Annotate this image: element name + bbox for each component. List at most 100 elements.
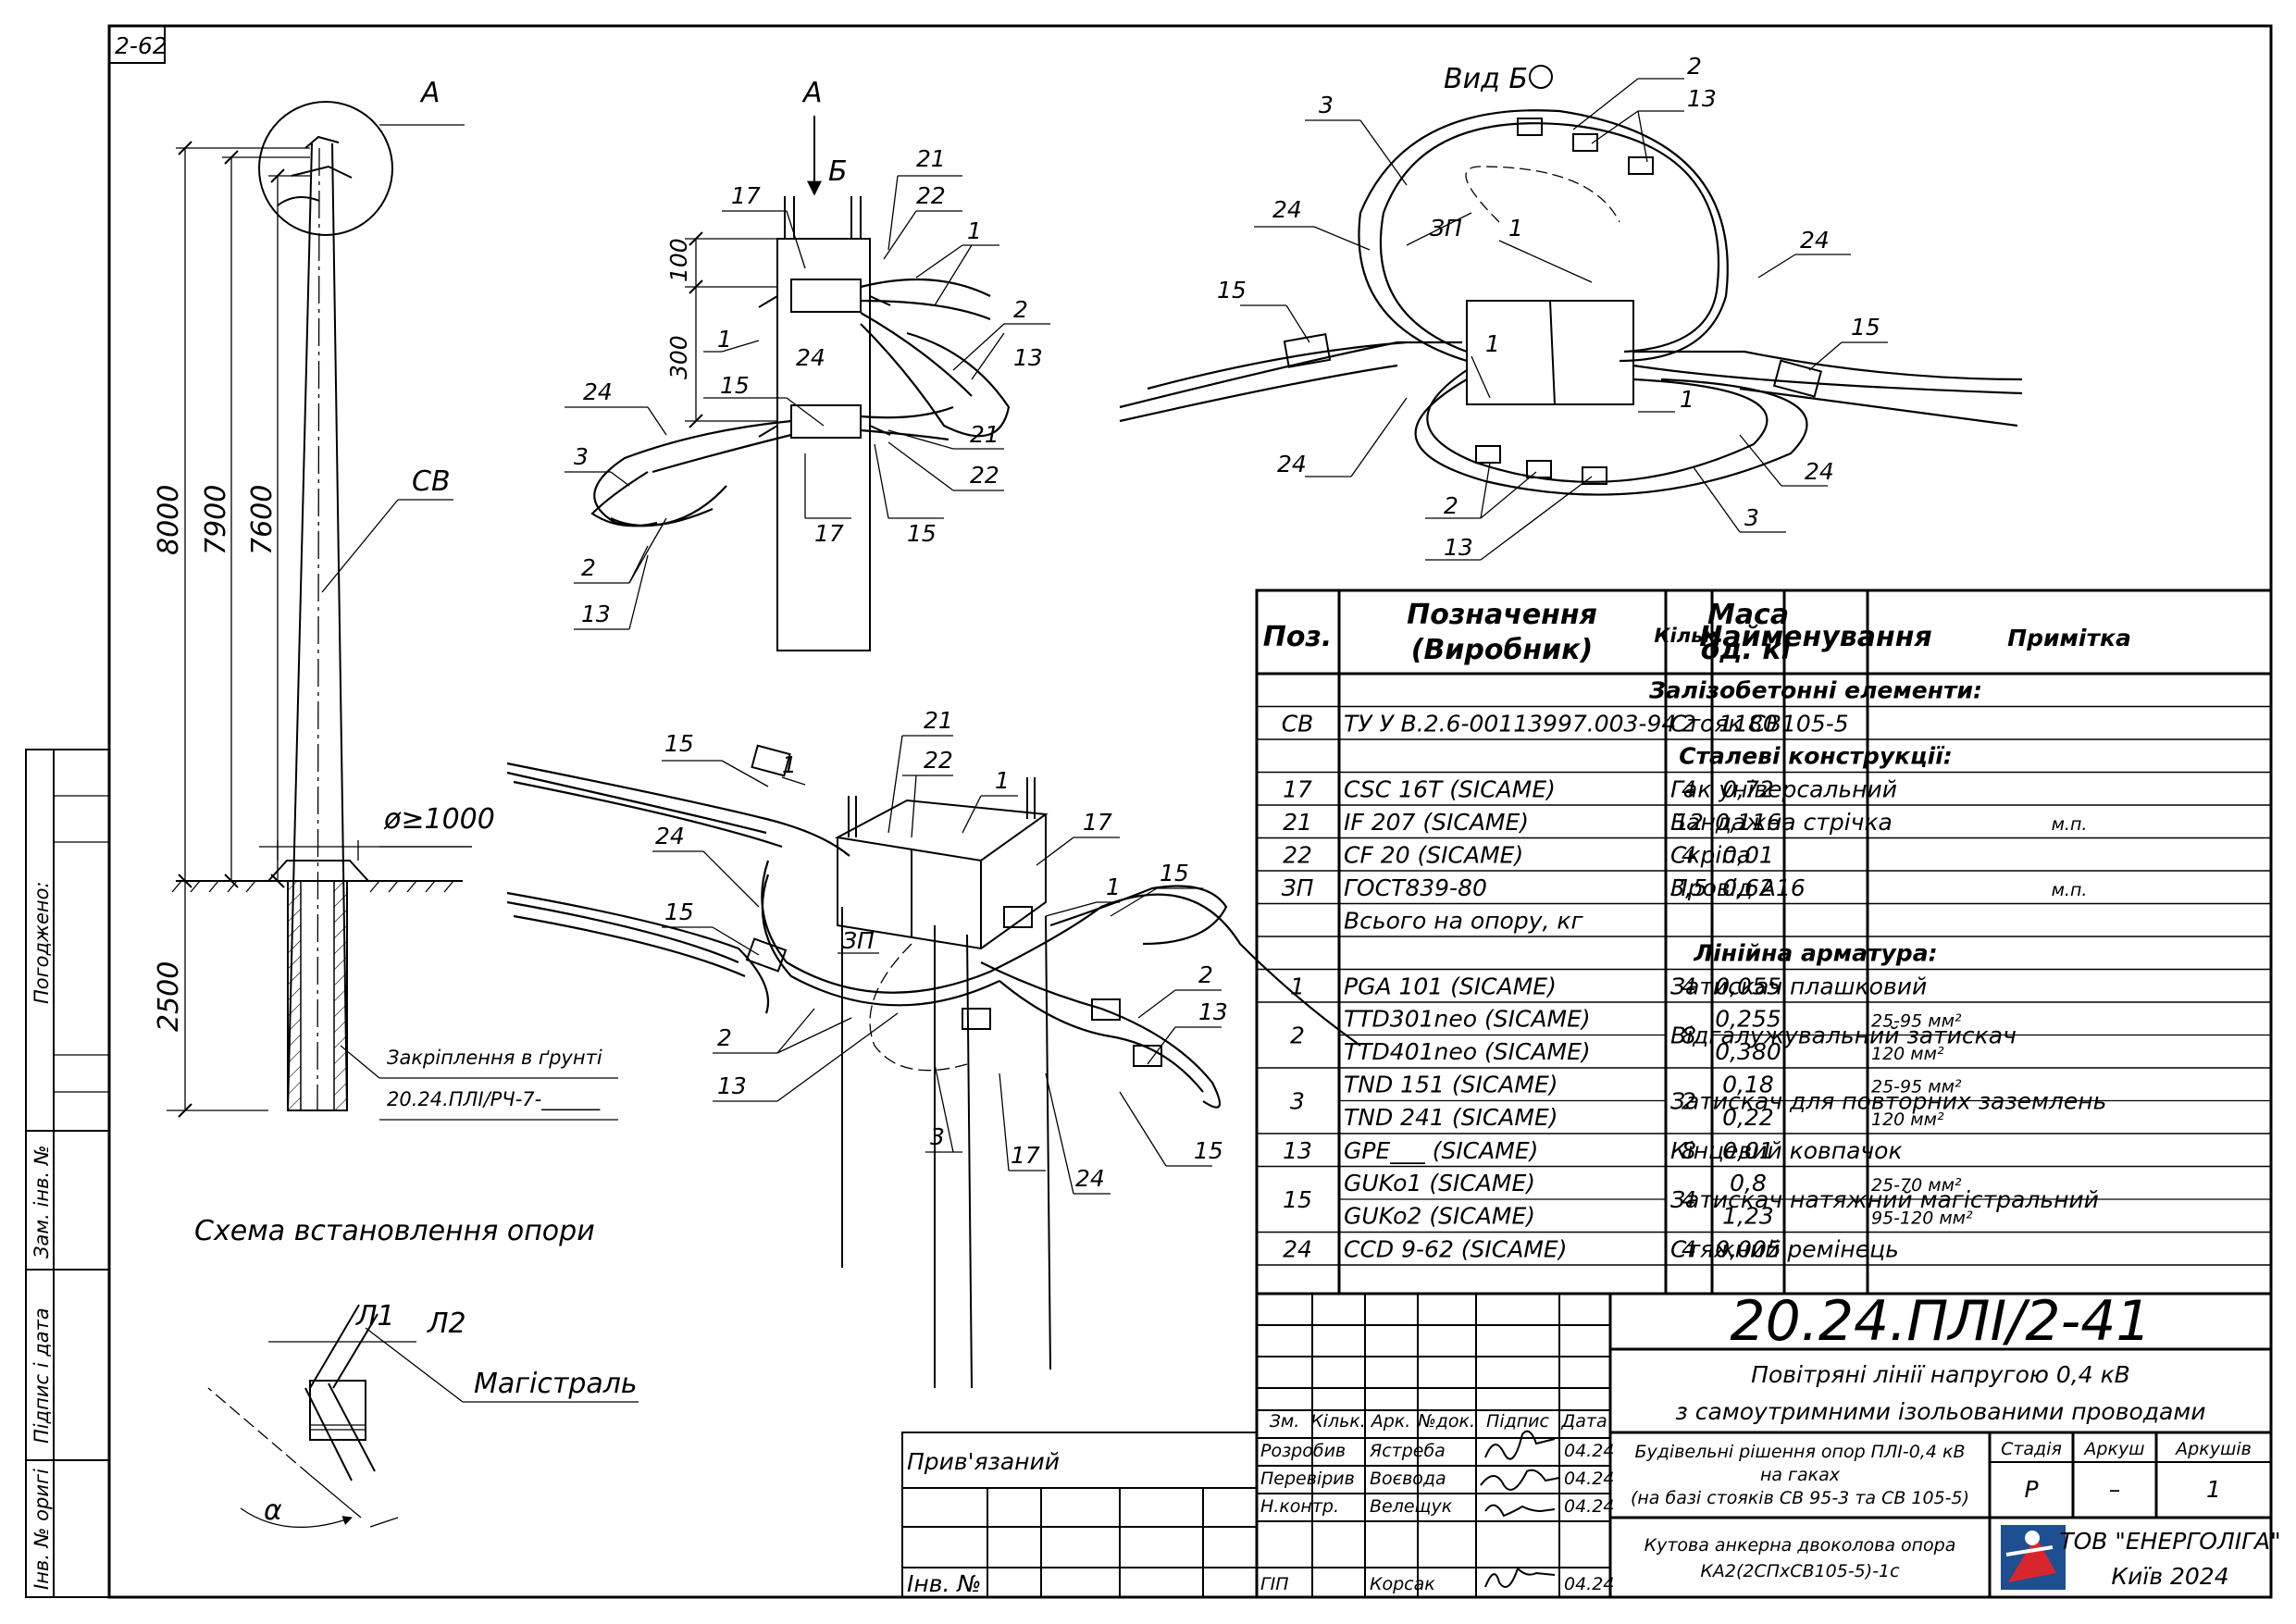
iso-label-17b: 17 [1011, 1142, 1040, 1169]
spec-code-3: CSC 16T (SICAME) [1344, 775, 1556, 802]
view-b-marker: Б [828, 155, 848, 188]
detail-a-label-15a: 15 [720, 372, 750, 399]
view-b-label-1b: 1 [1485, 330, 1500, 357]
rev-h-count: Кільк. [1310, 1411, 1366, 1432]
spec-qty-5: 4 [1682, 841, 1696, 868]
view-b-label-1a: 1 [1508, 215, 1523, 242]
detail-a-label-15b: 15 [907, 520, 937, 547]
signer-date-4: 04.24 [1564, 1574, 1614, 1594]
detail-a-label-22: 22 [916, 182, 946, 209]
spec-pos-1: СВ [1282, 710, 1314, 737]
iso-label-17a: 17 [1083, 809, 1112, 836]
spec-qty-3: 4 [1682, 775, 1696, 802]
iso-label-2a: 2 [717, 1024, 732, 1051]
spec-code-10-b: TTD401neo (SICAME) [1344, 1038, 1591, 1065]
drawing-number: 20.24.ПЛІ/2-41 [1730, 1289, 2151, 1354]
company-logo [2001, 1525, 2066, 1590]
signer-name-1: Ястреба [1369, 1441, 1446, 1461]
spec-pos-4: 21 [1283, 809, 1312, 836]
spec-note-11-b: 120 мм² [1871, 1110, 1944, 1130]
spec-pos-6: ЗП [1282, 874, 1314, 901]
iso-label-15a: 15 [664, 730, 694, 757]
angle-scheme: Л1 Л2 Магістраль α [207, 1300, 639, 1529]
iso-label-21: 21 [924, 707, 953, 734]
signatures [1480, 1430, 1560, 1588]
spec-mass-3: 0,72 [1722, 775, 1774, 802]
spec-mass-6: 0,62 [1722, 874, 1774, 901]
isometric-view: 15 1 21 22 1 17 24 1 15 15 ЗП 2 2 13 13 … [506, 707, 1361, 1389]
spec-section-2: Сталеві конструкції: [1679, 743, 1953, 770]
tied-label: Прив'язаний [907, 1448, 1060, 1475]
detail-a-label-1b: 1 [717, 326, 732, 353]
project-title-2: з самоутримними ізольованими проводами [1676, 1398, 2206, 1425]
callout-a-label: А [419, 77, 441, 109]
spec-note-13-b: 95-120 мм² [1871, 1209, 1973, 1229]
spec-code-1: ТУ У В.2.6-00113997.003-94 [1344, 710, 1676, 737]
detail-a-label-17: 17 [731, 182, 761, 209]
detail-a-label-21b: 21 [970, 421, 999, 448]
spec-code-12: GPE___ (SICAME) [1344, 1137, 1538, 1164]
sheet-name-1: Кутова анкерна двоколова опора [1644, 1535, 1956, 1556]
project-title-1: Повітряні лінії напругою 0,4 кВ [1751, 1361, 2130, 1388]
rev-h-sheet: Арк. [1370, 1411, 1411, 1432]
angle-l2: Л2 [427, 1308, 466, 1340]
title-block: Зм. Кільк. Арк. №док. Підпис Дата Розроб… [1255, 1289, 2281, 1599]
iso-label-15d: 15 [1194, 1137, 1223, 1164]
spec-mass-1: 1180 [1719, 710, 1778, 737]
sheet-label: Аркуш [2082, 1439, 2144, 1459]
spec-pos-14: 24 [1283, 1235, 1312, 1262]
detail-a-view: А Б 100 300 [565, 77, 1050, 651]
th-mass-1: Маса [1707, 599, 1789, 631]
spec-qty-9: 4 [1682, 973, 1696, 999]
spec-code-11-a: TND 151 (SICAME) [1344, 1072, 1558, 1098]
spec-name-14: Стяжний ремінець [1670, 1235, 1899, 1262]
spec-name-9: Затискач плашковий [1670, 973, 1927, 999]
rev-h-date: Дата [1560, 1411, 1607, 1432]
company-name: ТОВ "ЕНЕРГОЛІГА" [2059, 1528, 2280, 1555]
inv-label: Інв. № [907, 1570, 981, 1597]
spec-code-6: ГОСТ839-80 [1344, 874, 1487, 901]
side-stamp: Погоджено: Зам. інв. № Підпис і дата Інв… [25, 749, 110, 1598]
signer-name-2: Воєвода [1370, 1469, 1446, 1489]
view-b-label-24c: 24 [1277, 451, 1307, 477]
view-b-label-24d: 24 [1805, 458, 1834, 485]
detail-a-label-24b: 24 [583, 378, 613, 405]
spec-name-5: Скріпа [1670, 841, 1751, 868]
iso-label-24b: 24 [1075, 1165, 1105, 1192]
view-b-title: Вид Б [1444, 63, 1528, 95]
view-b-label-13: 13 [1687, 85, 1717, 112]
spec-note-10-a: 25-95 мм² [1871, 1011, 1962, 1032]
spec-pos-3: 17 [1283, 775, 1312, 802]
iso-label-22: 22 [924, 747, 953, 774]
spec-note-6: м.п. [2052, 880, 2088, 900]
spec-qty-6: 3,5 [1670, 874, 1707, 901]
detail-a-label-1a: 1 [967, 217, 982, 244]
th-designation-2: (Виробник) [1411, 634, 1593, 666]
iso-label-zp: ЗП [842, 927, 875, 954]
spec-name-12: Кінцевий ковпачок [1670, 1137, 1903, 1164]
iso-label-13b: 13 [1198, 998, 1228, 1025]
th-name: Найменування [1699, 621, 1931, 653]
view-b-label-zp: ЗП [1430, 215, 1462, 242]
spec-qty-4: 12 [1674, 809, 1704, 836]
stage-value: Р [2024, 1476, 2039, 1503]
iso-label-2b: 2 [1198, 961, 1213, 988]
iso-label-24a: 24 [655, 823, 685, 849]
sheets-label: Аркушів [2174, 1439, 2252, 1459]
spec-mass-5: 0,01 [1722, 841, 1774, 868]
signer-name-3: Велещук [1370, 1496, 1453, 1517]
th-mass-2: од. кг [1701, 634, 1797, 666]
callout-circle-a [258, 101, 393, 236]
spec-pos-11: 3 [1290, 1088, 1305, 1115]
iso-label-3: 3 [930, 1123, 945, 1150]
spec-code-10-a: TTD301neo (SICAME) [1344, 1006, 1591, 1033]
spec-mass-10-a: 0,255 [1715, 1006, 1781, 1033]
iso-label-15b: 15 [1160, 860, 1189, 886]
spec-pos-10: 2 [1290, 1023, 1305, 1049]
signer-role-3: Н.контр. [1260, 1496, 1339, 1517]
dim-8000: 8000 [153, 485, 185, 555]
spec-mass-11-a: 0,18 [1722, 1072, 1774, 1098]
dim-100: 100 [665, 238, 692, 282]
view-b-label-1c: 1 [1680, 386, 1694, 413]
